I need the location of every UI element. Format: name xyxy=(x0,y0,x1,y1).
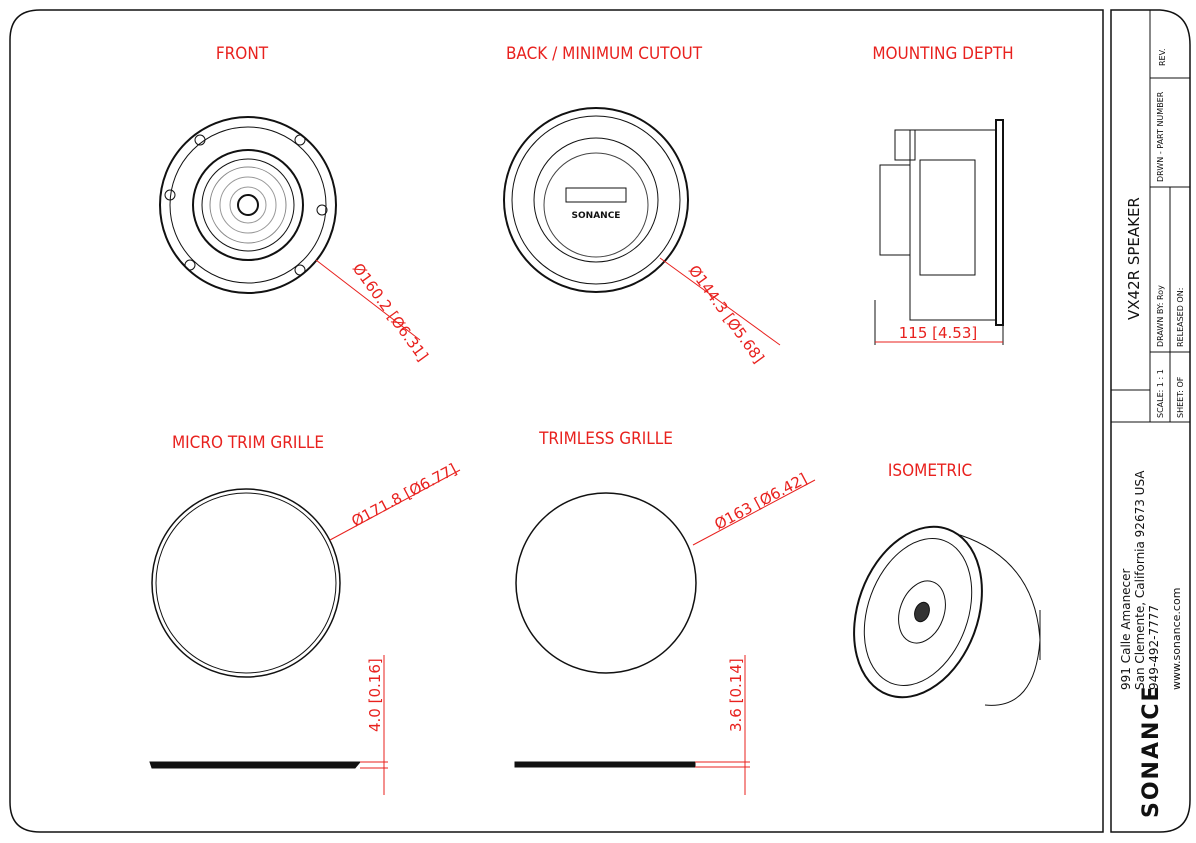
phone: 949-492-7777 xyxy=(1147,605,1161,690)
rev-label: REV. xyxy=(1158,48,1167,66)
back-view xyxy=(503,107,689,293)
front-dimension-leader xyxy=(315,259,421,341)
depth-title: MOUNTING DEPTH xyxy=(872,44,1013,64)
back-logo: SONANCE xyxy=(572,211,621,221)
scale-label: SCALE: 1 : 1 xyxy=(1156,369,1165,418)
product-name: VX42R SPEAKER xyxy=(1125,197,1143,320)
sheet-border xyxy=(9,9,1104,833)
trimless-title: TRIMLESS GRILLE xyxy=(538,429,673,449)
front-title: FRONT xyxy=(216,44,269,64)
micro-trim-leader xyxy=(329,469,461,541)
micro-trim-thickness: 4.0 [0.16] xyxy=(366,658,384,732)
micro-trim-thickness-lines xyxy=(360,655,388,795)
trimless-leader xyxy=(692,479,816,546)
depth-dimension: 115 [4.53] xyxy=(899,324,978,342)
back-title: BACK / MINIMUM CUTOUT xyxy=(506,44,703,64)
company-logo: SONANCE xyxy=(1139,684,1164,818)
front-dimension: Ø160.2 [Ø6.31] xyxy=(349,260,432,365)
drawn-by: DRAWN BY: Roy xyxy=(1156,285,1165,347)
address-line1: 991 Calle Amanecer xyxy=(1119,568,1133,690)
released-on: RELEASED ON: xyxy=(1176,288,1185,347)
isometric-view xyxy=(853,525,1041,706)
micro-trim-grille-view xyxy=(149,488,362,769)
micro-trim-dimension: Ø171.8 [Ø6.77] xyxy=(348,460,459,531)
trimless-thickness-lines xyxy=(695,655,750,795)
trimless-dimension: Ø163 [Ø6.42] xyxy=(711,470,810,534)
back-dimension: Ø144.3 [Ø5.68] xyxy=(685,262,768,367)
isometric-title: ISOMETRIC xyxy=(888,461,972,481)
micro-trim-title: MICRO TRIM GRILLE xyxy=(172,433,324,453)
trimless-thickness: 3.6 [0.14] xyxy=(727,658,745,732)
trimless-grille-view xyxy=(514,492,697,768)
front-view xyxy=(159,116,337,294)
depth-view xyxy=(874,119,1004,345)
part-number-label: DRWN - PART NUMBER xyxy=(1156,91,1165,182)
website: www.sonance.com xyxy=(1170,588,1183,690)
sheet-label: SHEET: OF xyxy=(1176,376,1185,418)
back-dimension-leader xyxy=(659,257,781,346)
title-block: VX42R SPEAKER SCALE: 1 : 1 SHEET: OF DRA… xyxy=(1110,9,1191,833)
address-line2: San Clemente, California 92673 USA xyxy=(1133,470,1147,690)
